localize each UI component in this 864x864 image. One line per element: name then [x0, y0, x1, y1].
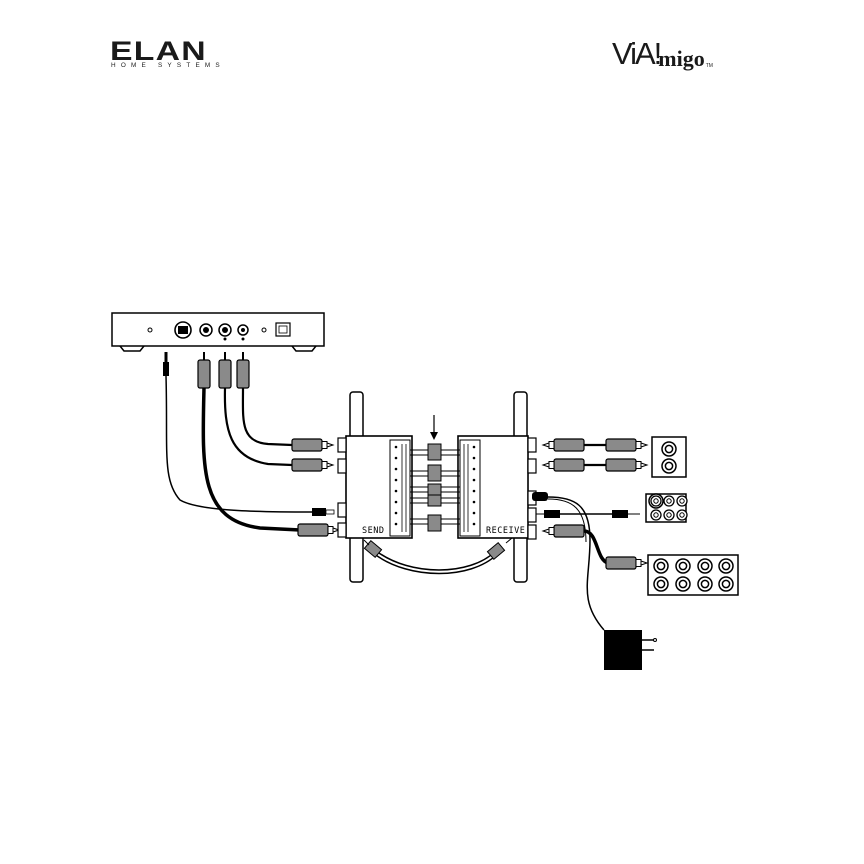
twisted-pair-wiring — [410, 444, 460, 531]
network-port-icon — [276, 323, 290, 336]
power-adapter-icon — [604, 630, 657, 670]
audio-cable-right — [237, 352, 333, 451]
source-device — [112, 313, 324, 351]
svideo-port-icon — [175, 322, 191, 338]
arrow-down-icon — [430, 415, 438, 440]
video-jack-panel — [648, 555, 738, 595]
receive-label: RECEIVE — [486, 526, 525, 536]
output-video-cable — [543, 525, 647, 569]
power-cable — [532, 492, 604, 630]
ir-emitter-cable — [536, 510, 640, 518]
output-audio-cable-1 — [543, 439, 647, 451]
audio-cable-left — [219, 352, 333, 471]
receive-module: RECEIVE — [458, 436, 536, 539]
send-label: SEND — [362, 526, 384, 536]
output-audio-cable-2 — [543, 459, 647, 471]
audio-output-jack-panel — [652, 437, 686, 477]
ir-jack-panel — [646, 494, 687, 522]
send-module: SEND — [338, 436, 412, 538]
audio-port-left-icon — [200, 324, 212, 336]
cat5-cable — [364, 538, 512, 572]
